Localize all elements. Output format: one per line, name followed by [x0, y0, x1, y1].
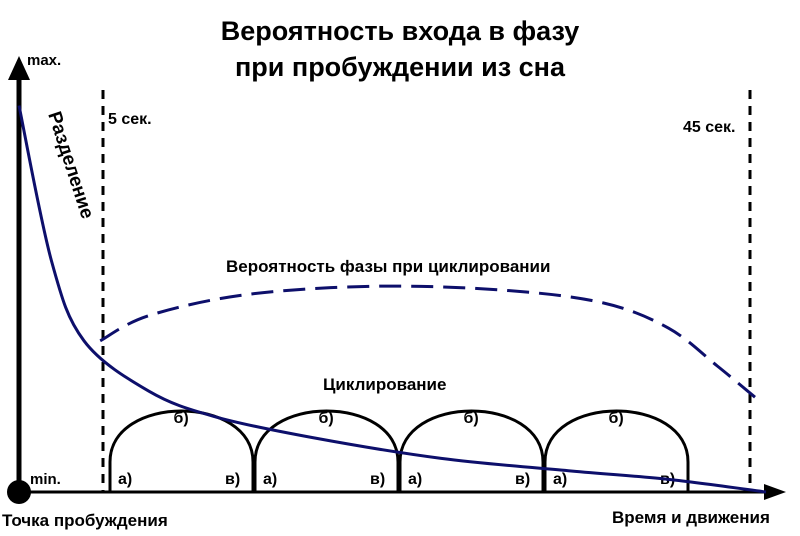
cycle-2-label-a: а): [263, 471, 277, 488]
cycle-2-label-c: в): [370, 471, 385, 488]
cycle-1-label-b: б): [174, 410, 189, 427]
cycle-arch-3: [398, 409, 545, 492]
separation-label: Разделение: [43, 109, 97, 221]
y-max-label: max.: [27, 52, 61, 69]
cycling-label: Циклирование: [323, 375, 446, 394]
cycle-2-label-b: б): [319, 410, 334, 427]
cycle-4-label-a: а): [553, 471, 567, 488]
x-axis-arrow: [764, 484, 786, 500]
marker-5-sec-label: 5 сек.: [108, 111, 152, 128]
chart-title-line-2: при пробуждении из сна: [234, 52, 566, 82]
x-end-label: Время и движения: [612, 508, 770, 527]
cycling-probability-label: Вероятность фазы при циклировании: [226, 257, 550, 276]
cycle-arch-2: [253, 409, 400, 492]
origin-point: [7, 480, 31, 504]
cycle-1-label-a: а): [118, 471, 132, 488]
cycle-arches: а)б)в)а)б)в)а)б)в)а)б)в): [108, 409, 690, 492]
cycling-probability-curve: [99, 284, 759, 401]
cycle-arch-1: [108, 409, 255, 492]
separation-curve: [17, 105, 767, 494]
chart-title-line-1: Вероятность входа в фазу: [220, 16, 580, 46]
cycle-1-label-c: в): [225, 471, 240, 488]
y-min-label: min.: [30, 471, 61, 488]
cycle-4-label-b: б): [609, 410, 624, 427]
cycle-3-label-c: в): [515, 471, 530, 488]
cycle-arch-4: [543, 409, 690, 492]
x-origin-label: Точка пробуждения: [2, 511, 168, 530]
y-axis-arrow: [8, 56, 30, 80]
marker-45-sec-label: 45 сек.: [683, 119, 736, 136]
cycle-3-label-a: а): [408, 471, 422, 488]
cycle-3-label-b: б): [464, 410, 479, 427]
